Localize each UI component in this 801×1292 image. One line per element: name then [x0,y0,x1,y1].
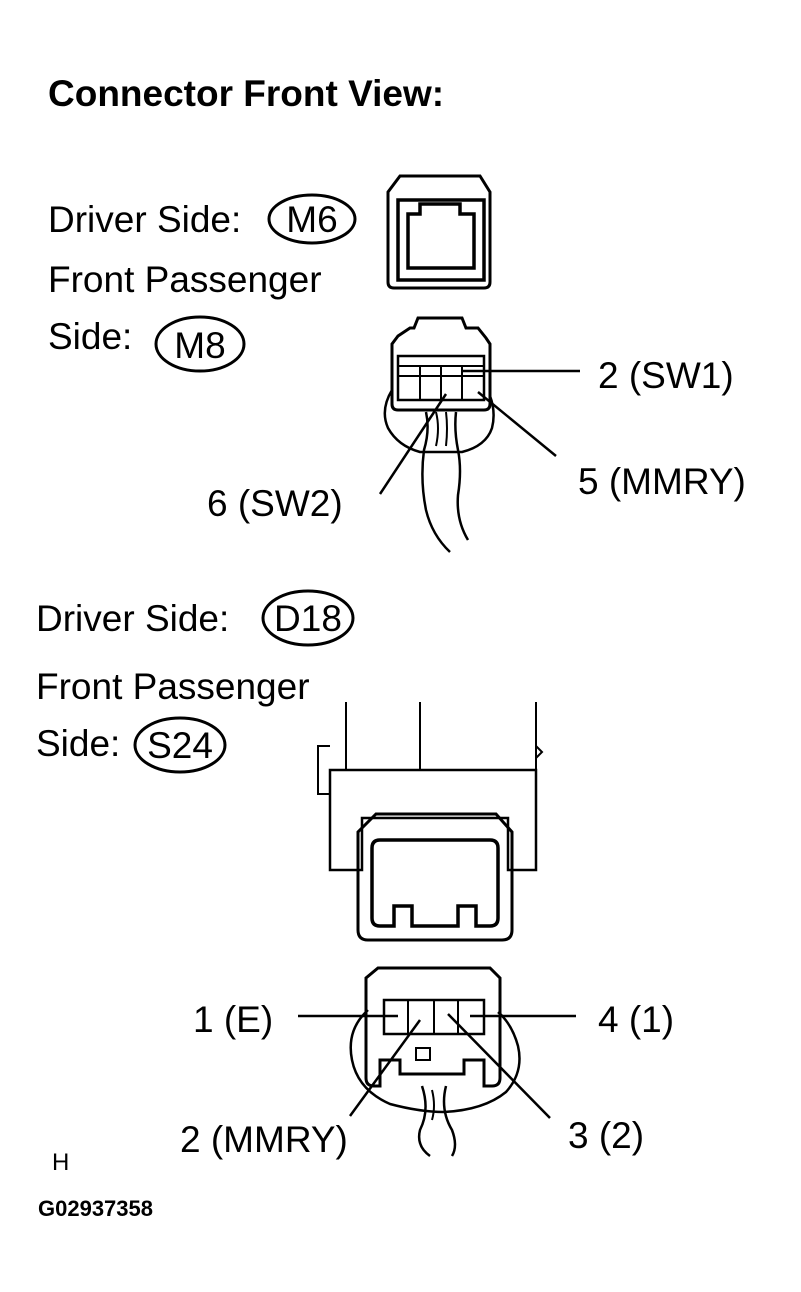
pin-label-top-mmry: 5 (MMRY) [578,461,746,502]
bottom-passenger-code: S24 [147,725,213,766]
bottom-female-connector [317,702,544,942]
pin-label-three: 3 (2) [568,1115,644,1156]
bottom-driver-side-label: Driver Side: [36,598,229,639]
top-passenger-label-line1: Front Passenger [48,259,322,300]
bottom-male-connector [349,966,521,1158]
leader-sw2 [378,393,448,495]
pin-label-four: 4 (1) [598,999,674,1040]
pin-label-bottom-mmry: 2 (MMRY) [180,1119,348,1160]
pin-label-e: 1 (E) [193,999,273,1040]
leader-three [447,1013,551,1119]
top-female-connector [386,174,492,290]
top-driver-side-label: Driver Side: [48,199,241,240]
top-passenger-label-line2: Side: [48,316,132,357]
footer-mark: H [52,1149,69,1176]
top-passenger-code: M8 [174,325,225,366]
leader-bottom-mmry [348,1019,422,1117]
top-male-connector [383,316,495,553]
pin-label-sw2: 6 (SW2) [207,483,343,524]
top-passenger-code-oval [154,315,246,373]
bottom-driver-code-oval [261,589,355,647]
bottom-passenger-code-oval [133,716,227,774]
figure-code: G02937358 [38,1196,153,1221]
bottom-driver-code: D18 [274,598,342,639]
diagram-title: Connector Front View: [48,73,444,114]
pin-label-sw1: 2 (SW1) [598,355,734,396]
bottom-passenger-label-line2: Side: [36,723,120,764]
bottom-passenger-label-line1: Front Passenger [36,666,310,707]
top-driver-code: M6 [286,199,337,240]
top-driver-code-oval [267,193,357,245]
leader-top-mmry [477,391,557,457]
